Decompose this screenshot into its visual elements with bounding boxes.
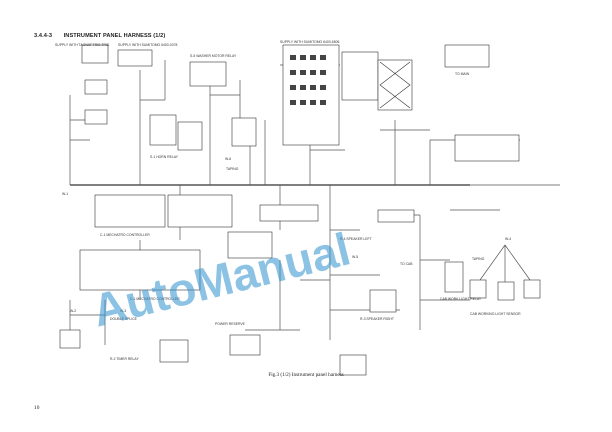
fuse-cell (310, 55, 316, 60)
relay-box-symbol (379, 61, 411, 109)
fuse-cell (290, 55, 296, 60)
label-controller-a: C-1 MECHATRO CONTROLLER (100, 233, 150, 237)
fuse-cell (310, 70, 316, 75)
fuse-cell (310, 85, 316, 90)
sensor-connector-3 (523, 279, 541, 299)
label-supply-sumitomo-2: SUPPLY WITH SUMITOMO 6403-6506 (280, 40, 339, 44)
label-supply-tagnat: SUPPLY WITH TAGNAT TRIS-TRIS (55, 43, 110, 47)
tag-w2: W-2 (70, 309, 76, 313)
label-horn-relay: S-1 HORN RELAY (150, 155, 179, 159)
connector-power-reserve (159, 339, 189, 363)
right-relay-branch-wire (380, 120, 430, 185)
left-branch-wire (69, 95, 90, 185)
upper-left-branch-wire (139, 60, 166, 185)
connector-grid-a (341, 51, 379, 101)
connector-to-main (454, 134, 520, 162)
connector-timer-relay (229, 334, 261, 356)
connector-relay-pair (231, 117, 257, 147)
connector-top-right (444, 44, 490, 68)
connector-layer (59, 44, 541, 376)
figure-caption: Fig.3 (1/2) Instrument panel harness (268, 372, 344, 378)
fuse-cell (320, 85, 326, 90)
watermark-text: AutoManual (87, 222, 355, 336)
fuse-cell (310, 100, 316, 105)
speaker-branch-wire (329, 185, 400, 340)
tag-w6: W-6 (225, 157, 231, 161)
fuse-box-connector (282, 44, 340, 146)
fuse-cell (320, 100, 326, 105)
connector-supply-tagnat (81, 44, 109, 64)
fuse-cell (320, 55, 326, 60)
label-taping-center: TAPING (226, 167, 239, 171)
label-speaker-left: R-4 SPEAKER LEFT (340, 237, 372, 241)
controller-connector-b (167, 194, 233, 228)
connector-cab-relay (444, 261, 464, 293)
connector-center (227, 231, 273, 259)
page-number: 10 (34, 405, 40, 411)
grid-detail-layer (290, 55, 326, 105)
tag-w4: W-4 (505, 237, 511, 241)
fuse-cell (290, 70, 296, 75)
fuse-cell (300, 100, 306, 105)
label-speaker-right: R-3 SPEAKER RIGHT (360, 317, 394, 321)
sensor-connector-2 (497, 281, 515, 301)
connector-l1 (84, 79, 108, 95)
relay-box-connector (377, 59, 413, 111)
fuse-cell (300, 85, 306, 90)
sensor-connector-1 (469, 279, 487, 299)
connector-speaker-right (369, 289, 397, 313)
fuse-cell (300, 55, 306, 60)
connector-bottom-left (59, 329, 81, 349)
fuse-cell (290, 85, 296, 90)
label-to-cab: TO CAB (400, 262, 413, 266)
connector-speaker-left (377, 209, 415, 223)
label-washer-relay: S-5 WASHER MOTOR RELAY (190, 54, 237, 58)
controller-connector-a (94, 194, 166, 228)
label-supply-sumitomo: SUPPLY WITH SUMITOMO 6400-0078 (118, 43, 177, 47)
harness-diagram: SUPPLY WITH TAGNAT TRIS-TRIS SUPPLY WITH… (55, 40, 560, 376)
fuse-cell (290, 100, 296, 105)
section-title: INSTRUMENT PANEL HARNESS (1/2) (63, 33, 166, 39)
controller-connector-c (259, 204, 319, 222)
label-timer-relay: R-2 TIMER RELAY (110, 357, 139, 361)
section-number: 3.4.4-3 (34, 33, 53, 39)
connector-l2 (84, 109, 108, 125)
fuse-cell (300, 70, 306, 75)
label-double-splice: DOUBLE SPLICE (110, 317, 138, 321)
label-power-reserve: POWER RESERVE (215, 322, 246, 326)
connector-washer-relay (189, 61, 227, 87)
tag-w1: W-1 (62, 192, 68, 196)
connector-horn-relay (149, 114, 177, 146)
label-to-main-top: TO MAIN (455, 72, 470, 76)
label-sensor: CAB WORKING LIGHT SENSOR (470, 312, 521, 316)
label-taping-right: TAPING (472, 257, 485, 261)
connector-supply-sumitomo (117, 49, 153, 67)
section-header: 3.4.4-3 INSTRUMENT PANEL HARNESS (1/2) (34, 33, 165, 39)
connector-light-relay (177, 121, 203, 151)
bottom-left-branch-wire (69, 300, 106, 345)
label-cab-relay: CAB WORK LIGHT RELAY (440, 297, 482, 301)
labels-layer: SUPPLY WITH TAGNAT TRIS-TRIS SUPPLY WITH… (55, 40, 521, 361)
horn-relay-branch-wire (249, 120, 266, 185)
label-controller-main: C-1 MECHATRO CONTROLLER (130, 297, 180, 301)
mechatro-controller-connector (79, 249, 201, 291)
tag-w3: W-3 (120, 309, 126, 313)
fuse-cell (320, 70, 326, 75)
connector-bottom-center (339, 354, 367, 376)
tag-w5: W-5 (352, 255, 358, 259)
